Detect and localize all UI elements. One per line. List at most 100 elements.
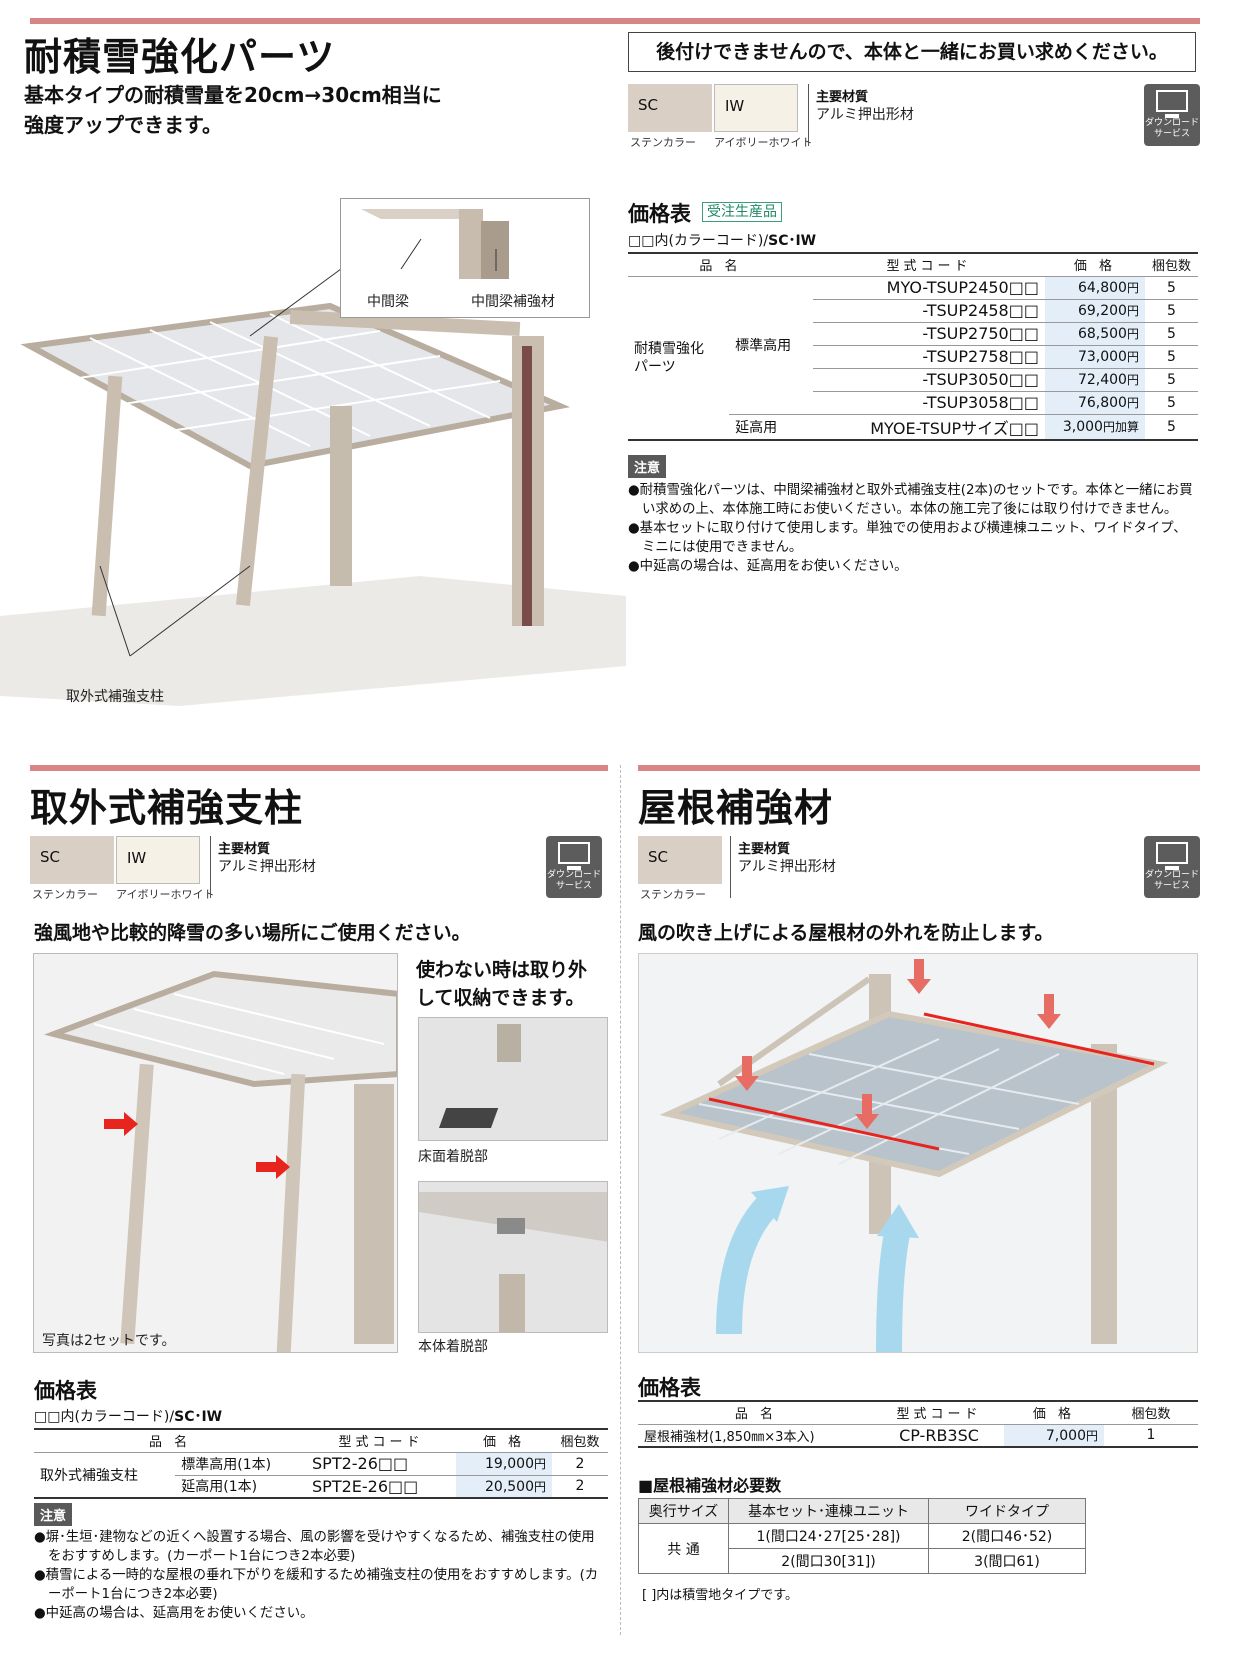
material-divider bbox=[210, 836, 211, 898]
req-cell: 2(間口30[31]) bbox=[728, 1548, 929, 1574]
table-header: 品 名 型式コード 価 格 梱包数 bbox=[628, 253, 1198, 277]
model-code: CP-RB3SC bbox=[874, 1424, 1004, 1448]
package-count: 1 bbox=[1104, 1424, 1198, 1448]
post-photo-drawing bbox=[43, 970, 397, 1352]
product-name-line2: パーツ bbox=[634, 358, 676, 375]
section-title-roof: 屋根補強材 bbox=[638, 786, 834, 830]
table-row: 延高用(1本) SPT2E-26□□ 20,500円 2 bbox=[34, 1475, 608, 1499]
beam-drawing bbox=[361, 209, 509, 279]
table-row: 取外式補強支柱 標準高用(1本) SPT2-26□□ 19,000円 2 bbox=[34, 1452, 608, 1499]
table-row: -TSUP2750□□ 68,500円 5 bbox=[628, 322, 1198, 346]
price-cell: 73,000円 bbox=[1044, 345, 1145, 369]
note-item: ●基本セットに取り付けて使用します。単独での使用および横連棟ユニット、ワイドタイ… bbox=[628, 521, 1187, 555]
body-detail-photo[interactable] bbox=[418, 1181, 608, 1333]
material-divider bbox=[730, 836, 731, 898]
download-label-1: ダウンロード bbox=[1144, 118, 1199, 128]
model-code: SPT2-26□□ bbox=[306, 1452, 457, 1476]
price-value: 68,500 bbox=[1077, 326, 1127, 342]
th-pkg: 梱包数 bbox=[1104, 1401, 1198, 1425]
price-table-2: 品 名 型式コード 価 格 梱包数 取外式補強支柱 標準高用(1本) SPT2-… bbox=[34, 1428, 608, 1499]
model-code: SPT2E-26□□ bbox=[306, 1475, 457, 1499]
floor-detail-photo[interactable] bbox=[418, 1017, 608, 1141]
material-title: 主要材質 bbox=[738, 842, 791, 857]
note-item: ●積雪による一時的な屋根の垂れ下がりを緩和するため補強支柱の使用をおすすめします… bbox=[34, 1568, 599, 1602]
photo-caption: 写真は2セットです。 bbox=[42, 1333, 176, 1349]
table-header: 奥行サイズ 基本セット･連棟ユニット ワイドタイプ bbox=[638, 1498, 1086, 1524]
made-to-order-tag: 受注生産品 bbox=[702, 202, 782, 222]
product-name-line1: 耐積雪強化 bbox=[634, 340, 704, 357]
download-service-badge[interactable]: ダウンロードサービス bbox=[546, 836, 602, 898]
price-table-title-2: 価格表 bbox=[34, 1379, 97, 1403]
group-standard: 標準高用 bbox=[729, 276, 813, 415]
table-row: -TSUP2458□□ 69,200円 5 bbox=[628, 299, 1198, 323]
monitor-icon bbox=[558, 842, 590, 864]
price-unit: 円 bbox=[534, 1479, 547, 1494]
swatch-sc: SC bbox=[30, 836, 114, 884]
group-extended: 延高用 bbox=[729, 414, 813, 440]
table-row: 延高用 MYOE-TSUPサイズ□□ 3,000円加算 5 bbox=[628, 414, 1198, 440]
th-price: 価 格 bbox=[1044, 253, 1145, 277]
th-price: 価 格 bbox=[1004, 1401, 1104, 1425]
table-row: -TSUP3050□□ 72,400円 5 bbox=[628, 368, 1198, 392]
price-value: 72,400 bbox=[1077, 372, 1127, 388]
roof-illustration[interactable] bbox=[638, 953, 1198, 1353]
product-name: 取外式補強支柱 bbox=[34, 1452, 176, 1499]
swatch-sc-code: SC bbox=[40, 848, 60, 866]
package-count: 5 bbox=[1144, 414, 1198, 440]
notice-box: 後付けできませんので、本体と一緒にお買い求めください。 bbox=[628, 32, 1196, 72]
price-value: 76,800 bbox=[1077, 395, 1127, 411]
price-unit: 円加算 bbox=[1102, 420, 1139, 434]
price-cell: 69,200円 bbox=[1044, 299, 1145, 323]
caution-notes: ●耐積雪強化パーツは、中間梁補強材と取外式補強支柱(2本)のセットです。本体と一… bbox=[628, 481, 1200, 576]
download-service-badge[interactable]: ダウンロードサービス bbox=[1144, 84, 1200, 146]
swatch-sc-code: SC bbox=[648, 848, 668, 866]
price-table-3: 品 名 型式コード 価 格 梱包数 屋根補強材(1,850㎜×3本入) CP-R… bbox=[638, 1400, 1198, 1448]
lead-text-2: 強度アップできます。 bbox=[24, 113, 222, 137]
table-row: -TSUP2758□□ 73,000円 5 bbox=[628, 345, 1198, 369]
label-removable-post: 取外式補強支柱 bbox=[66, 689, 164, 705]
model-code: -TSUP2750□□ bbox=[812, 322, 1045, 346]
requirement-title: ■屋根補強材必要数 bbox=[638, 1476, 782, 1495]
price-cell: 72,400円 bbox=[1044, 368, 1145, 392]
price-unit: 円 bbox=[534, 1457, 547, 1471]
download-label-2: サービス bbox=[555, 881, 592, 891]
model-code: -TSUP3058□□ bbox=[812, 391, 1045, 415]
th-price: 価 格 bbox=[456, 1429, 553, 1453]
group-label: 延高用(1本) bbox=[175, 1475, 307, 1499]
swatch-sc: SC bbox=[638, 836, 722, 884]
lead-text-1: 基本タイプの耐積雪量を20cm→30cm相当に bbox=[24, 83, 442, 107]
price-value: 20,500 bbox=[485, 1478, 534, 1495]
table-header: 品 名 型式コード 価 格 梱包数 bbox=[638, 1401, 1198, 1425]
price-cell: 20,500円 bbox=[456, 1475, 553, 1499]
price-unit: 円 bbox=[1126, 373, 1139, 387]
price-cell: 64,800円 bbox=[1044, 276, 1145, 300]
price-value: 73,000 bbox=[1077, 349, 1127, 365]
removable-text-1: 使わない時は取り外 bbox=[416, 959, 588, 981]
download-service-badge[interactable]: ダウンロードサービス bbox=[1144, 836, 1200, 898]
caption-floor-detach: 床面着脱部 bbox=[418, 1149, 488, 1165]
req-th-wide: ワイドタイプ bbox=[928, 1498, 1086, 1524]
package-count: 5 bbox=[1144, 391, 1198, 415]
swatch-iw-code: IW bbox=[127, 849, 147, 867]
price-value: 19,000 bbox=[485, 1456, 534, 1472]
color-code-note-2: □□内(カラーコード)/SC･IW bbox=[34, 1406, 222, 1426]
requirement-note: [ ]内は積雪地タイプです。 bbox=[642, 1588, 798, 1603]
price-table-1: 品 名 型式コード 価 格 梱包数 耐積雪強化パーツ 標準高用 MYO-TSUP… bbox=[628, 252, 1198, 441]
swatch-sc-label: ステンカラー bbox=[630, 136, 696, 149]
req-cell: 3(間口61) bbox=[928, 1548, 1086, 1574]
price-cell: 3,000円加算 bbox=[1044, 414, 1145, 440]
post-photo[interactable]: 写真は2セットです。 bbox=[33, 953, 398, 1353]
notice-text: 後付けできませんので、本体と一緒にお買い求めください。 bbox=[656, 41, 1168, 63]
model-code: -TSUP2758□□ bbox=[812, 345, 1045, 369]
roof-lead: 風の吹き上げによる屋根材の外れを防止します。 bbox=[638, 922, 1054, 944]
price-cell: 7,000円 bbox=[1004, 1424, 1104, 1448]
price-unit: 円 bbox=[1126, 350, 1139, 364]
model-code: -TSUP3050□□ bbox=[812, 368, 1045, 392]
removable-text-2: して収納できます。 bbox=[416, 987, 585, 1009]
package-count: 2 bbox=[552, 1452, 608, 1476]
caution-label: 注意 bbox=[628, 455, 667, 478]
color-code-label: □□内(カラーコード)/ bbox=[34, 1409, 175, 1425]
swatch-sc-label: ステンカラー bbox=[640, 888, 706, 901]
color-code-value: SC･IW bbox=[174, 1409, 223, 1425]
th-name: 品 名 bbox=[34, 1429, 307, 1453]
